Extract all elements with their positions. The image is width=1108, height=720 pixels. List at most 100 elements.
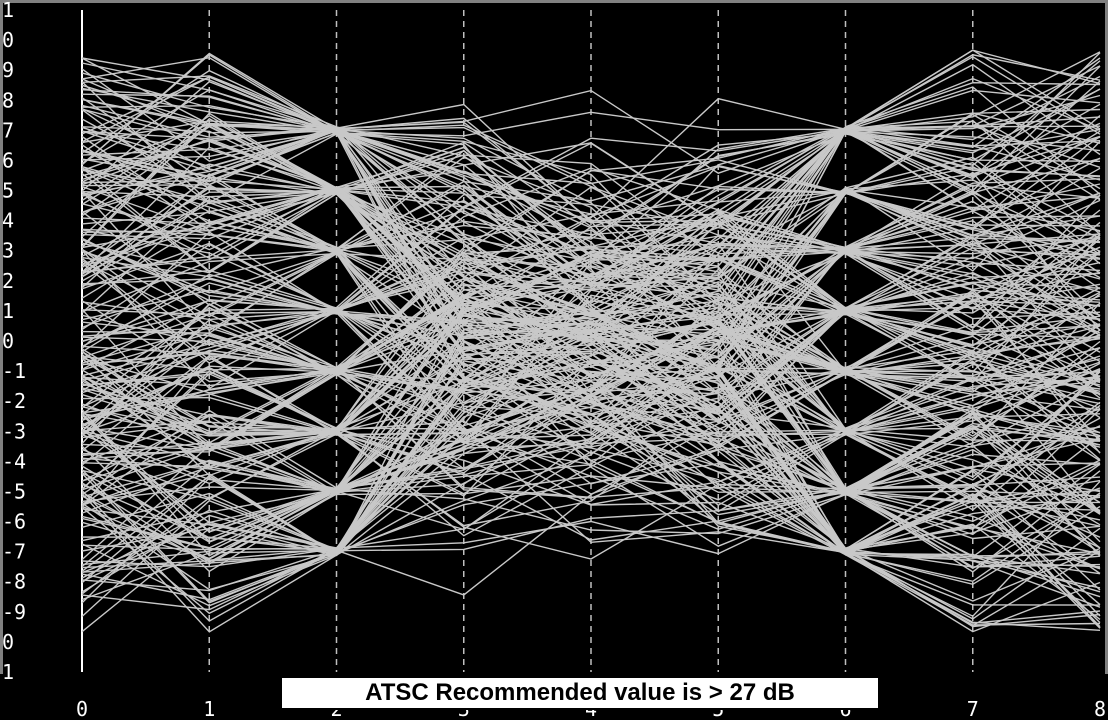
trace-line (81, 236, 1101, 424)
trace-line (81, 163, 1101, 317)
trace-line (81, 236, 1101, 492)
x-tick-label: 1 (203, 697, 215, 720)
trace-line (81, 351, 1101, 455)
trace-line (81, 462, 1101, 586)
trace-line (81, 87, 1101, 618)
y-tick-label: -6 (2, 510, 26, 534)
trace-line (81, 135, 1101, 603)
y-tick-label: 3 (2, 239, 14, 263)
trace-line (81, 214, 1101, 556)
x-tick-label: 0 (76, 697, 88, 720)
trace-line (81, 206, 1101, 392)
trace-line (81, 291, 1101, 591)
trace-line (81, 350, 1101, 563)
x-tick-label: 8 (1094, 697, 1106, 720)
trace-line (81, 49, 1101, 278)
trace-line (81, 257, 1101, 487)
trace-line (81, 191, 1101, 592)
trace-line (81, 120, 1101, 375)
y-tick-label: -4 (2, 449, 26, 473)
y-tick-label: -5 (2, 479, 26, 503)
trace-line (81, 161, 1101, 549)
trace-line (81, 309, 1101, 449)
trace-line (81, 120, 1101, 434)
y-tick-label: 4 (2, 209, 14, 233)
trace-line (81, 277, 1101, 549)
trace-line (81, 492, 1101, 555)
y-tick-label: -2 (2, 389, 26, 413)
y-tick-label: 1 (2, 0, 14, 22)
trace-line (81, 322, 1101, 601)
trace-line (81, 199, 1101, 491)
trace-line (81, 275, 1101, 485)
trace-line (81, 254, 1101, 629)
trace-line (81, 432, 1101, 555)
trace-line (81, 327, 1101, 622)
trace-line (81, 191, 1101, 424)
trace-line (81, 319, 1101, 493)
trace-line (81, 190, 1101, 573)
trace-line (81, 123, 1101, 550)
y-tick-label: 0 (2, 28, 14, 52)
trace-line (81, 323, 1101, 628)
y-tick-label: 2 (2, 269, 14, 293)
trace-line (81, 118, 1101, 331)
trace-line (81, 360, 1101, 572)
trace-line (81, 69, 1101, 332)
y-tick-label: 6 (2, 148, 14, 172)
trace-line (81, 362, 1101, 506)
y-tick-label: -7 (2, 540, 26, 564)
y-tick-label: 0 (2, 329, 14, 353)
trace-line (81, 193, 1101, 364)
trace-line (81, 251, 1101, 434)
trace-line (81, 393, 1101, 575)
trace-line (81, 361, 1101, 560)
y-tick-label: -9 (2, 600, 26, 624)
trace-line (81, 88, 1101, 265)
trace-line (81, 81, 1101, 547)
trace-line (81, 52, 1101, 434)
trace-line (81, 75, 1101, 551)
trace-line (81, 265, 1101, 540)
atsc-recommendation-note: ATSC Recommended value is > 27 dB (280, 676, 880, 710)
trace-line (81, 126, 1101, 384)
trace-line (81, 428, 1101, 550)
trace-line (81, 128, 1101, 552)
trace-line (81, 126, 1101, 415)
trace-line (81, 121, 1101, 328)
trace-line (81, 179, 1101, 573)
trace-line (81, 393, 1101, 500)
trace-line (81, 307, 1101, 462)
trace-line (81, 360, 1101, 606)
trace-line (81, 156, 1101, 497)
x-tick-label: 7 (967, 697, 979, 720)
trace-line (81, 130, 1101, 608)
y-tick-label: 5 (2, 179, 14, 203)
trace-line (81, 186, 1101, 543)
trace-line (81, 98, 1101, 419)
trace-line (81, 249, 1101, 390)
trace-line (81, 76, 1101, 447)
trace-line (81, 178, 1101, 574)
trace-line (81, 142, 1101, 384)
trace-line (81, 238, 1101, 443)
trace-line (81, 283, 1101, 620)
trace-line (81, 97, 1101, 589)
trace-line (81, 366, 1101, 491)
trace-line (81, 94, 1101, 404)
trace-line (81, 130, 1101, 513)
trace-line (81, 258, 1101, 430)
trace-line (81, 56, 1101, 559)
y-tick-label: -3 (2, 419, 26, 443)
trace-line (81, 78, 1101, 620)
trace-line (81, 54, 1101, 304)
trace-line (81, 356, 1101, 633)
trace-line (81, 209, 1101, 312)
y-tick-label: 7 (2, 118, 14, 142)
trace-line (81, 93, 1101, 570)
trace-line (81, 246, 1101, 557)
y-tick-label: 1 (2, 660, 14, 684)
trace-line (81, 125, 1101, 276)
